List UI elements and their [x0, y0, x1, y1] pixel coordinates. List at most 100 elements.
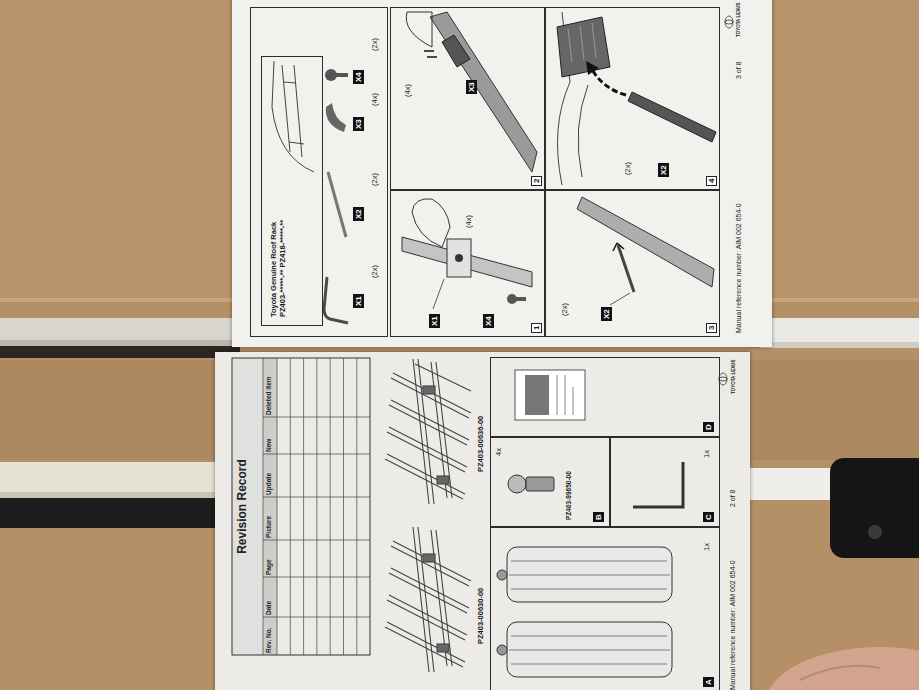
rack-drawing: [385, 359, 471, 504]
callout-tag: C: [703, 512, 714, 522]
drawing-polygon: [430, 12, 537, 172]
table-header-cell: Date: [265, 601, 272, 615]
footer-text: 2 of 8: [729, 489, 737, 507]
callout-tag: D: [703, 422, 714, 432]
drawing-path: [424, 51, 437, 57]
product-heading: Toyota Genuine Roof Rack PZ403-*****-** …: [270, 207, 287, 317]
step-panel: X2 (2x) 3: [545, 190, 720, 337]
table-header-cell: Rev. No.: [265, 627, 272, 653]
drawing-path: [413, 359, 452, 504]
quantity-label: (2x): [371, 38, 380, 51]
drawing-rect: [437, 644, 449, 652]
step-number: 1: [531, 323, 542, 333]
drawing-path: [284, 82, 304, 144]
logo-emblem: [719, 373, 727, 385]
part-box: B PZ403-99650-00 4x: [490, 437, 610, 527]
table-header-cell: New: [265, 439, 272, 452]
drawing-rect: [423, 386, 435, 394]
manual-page: A1xBPZ403-99650-004xC1xDRevision RecordR…: [215, 352, 750, 690]
revision-table-grid: [232, 358, 370, 655]
drawing-rect: [437, 476, 449, 484]
drawing-ellipse: [725, 20, 733, 24]
step-number: 3: [706, 323, 717, 333]
drawing-path: [328, 172, 346, 237]
quantity-label: (4x): [404, 84, 413, 97]
callout-tag: B: [593, 512, 604, 522]
drawing-rect: [507, 547, 672, 602]
logo-text: TOYOTA LEXUS: [736, 3, 741, 37]
step-panel: X1X4(4x)1: [390, 190, 545, 337]
drawing-polygon: [577, 197, 714, 287]
drawing-circle: [868, 525, 882, 539]
page-illustration: [232, 0, 772, 347]
drawing-rect: [515, 370, 585, 420]
part-box: D: [490, 357, 720, 437]
callout-tag: A: [703, 677, 714, 687]
table-header-cell: Picture: [265, 516, 272, 538]
allen-key-drawing: [633, 462, 683, 507]
drawing-circle: [455, 254, 463, 262]
drawing-rect: [232, 358, 263, 655]
step-number: 2: [531, 176, 542, 186]
step-number: 4: [706, 176, 717, 186]
drawing-polygon: [628, 92, 716, 142]
logo-text: TOYOTA LEXUS: [731, 360, 736, 394]
callout-tag: X1: [353, 294, 364, 308]
drawing-path: [618, 245, 634, 292]
drawing-circle: [497, 645, 507, 655]
drawing-rect: [0, 498, 230, 528]
quantity-label: (2x): [624, 162, 633, 175]
footer-text: 3 of 8: [735, 61, 743, 79]
header-box: Toyota Genuine Roof Rack PZ403-*****-** …: [261, 56, 323, 326]
drawing-ellipse: [725, 16, 733, 28]
drawing-path: [568, 23, 596, 62]
quantity-label: (2x): [371, 265, 380, 278]
drawing-rect: [516, 297, 526, 301]
part-number: PZ403-00630-00: [477, 588, 486, 644]
callout-tag: X4: [353, 70, 364, 84]
step-2-drawing: [406, 12, 537, 172]
callout-tag: X2: [601, 307, 612, 321]
car-roof-sketch: [272, 61, 314, 172]
drawing-rect: [0, 492, 230, 498]
drawing-ellipse: [719, 377, 727, 381]
drawing-path: [385, 364, 471, 499]
drawing-ellipse: [765, 647, 919, 690]
drawing-rect: [507, 622, 672, 677]
quantity-label: 1x: [703, 543, 712, 551]
drawing-ellipse: [719, 373, 727, 385]
part-drawings: [324, 69, 348, 323]
drawing-rect: [263, 358, 277, 655]
drawing-path: [613, 243, 624, 251]
footer-text: Manual reference number: AIM 002 654-0: [735, 203, 743, 333]
drawing-rect: [830, 458, 919, 558]
drawing-polygon: [586, 61, 599, 75]
quantity-label: 4x: [495, 448, 504, 456]
quantity-label: (4x): [371, 93, 380, 106]
drawing-path: [412, 199, 450, 247]
drawing-path: [509, 636, 670, 664]
drawing-path: [593, 71, 626, 95]
logo-emblem: [725, 16, 733, 28]
callout-tag: X4: [483, 314, 494, 328]
drawing-circle: [508, 475, 526, 493]
step-panel: X3(4x)2: [390, 7, 545, 190]
drawing-path: [557, 375, 573, 415]
drawing-path: [433, 279, 444, 309]
quantity-label: (2x): [561, 303, 570, 316]
table-title: Revision Record: [236, 358, 250, 655]
callout-tag: X3: [353, 117, 364, 131]
part-box: C 1x: [610, 437, 720, 527]
step-4-drawing: [557, 12, 716, 185]
step-1-drawing: [402, 199, 532, 309]
drawing-rect: [0, 346, 240, 358]
drawing-rect: [447, 239, 471, 277]
manual-drawing: [515, 370, 585, 420]
part-number: PZ403-99650-00: [565, 471, 572, 520]
drawing-path: [610, 293, 630, 305]
drawing-rect: [0, 462, 230, 498]
drawing-path: [800, 666, 880, 680]
drawing-rect: [232, 358, 370, 655]
quantity-label: 1x: [703, 450, 712, 458]
